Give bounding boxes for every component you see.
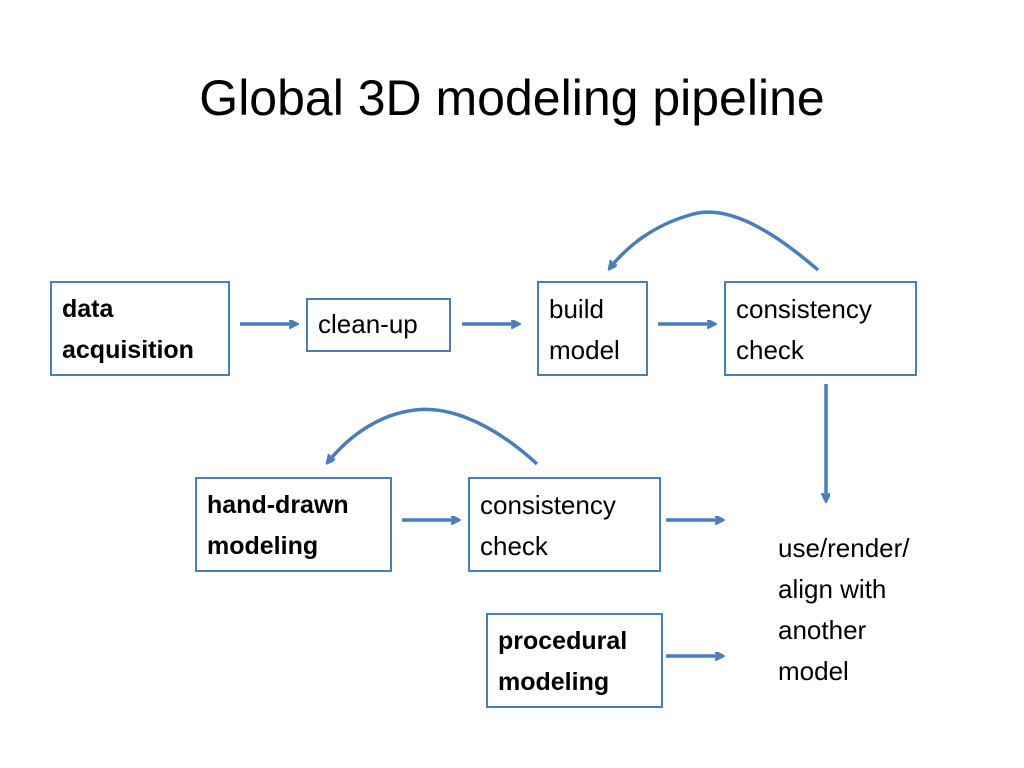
node-line: align with [778, 574, 887, 604]
node-line: acquisition [62, 336, 194, 364]
hand-drawn-modeling-box: hand-drawn modeling [195, 477, 392, 572]
arrow-check2-loop-to-handdrawn [328, 407, 539, 464]
procedural-modeling-box: procedural modeling [486, 613, 663, 708]
node-line: consistency [736, 294, 872, 324]
consistency-check-box-bottom: consistency check [468, 477, 661, 572]
data-acquisition-box: data acquisition [50, 281, 230, 376]
node-line: data [62, 295, 114, 323]
node-line: check [480, 531, 548, 561]
node-line: modeling [498, 668, 610, 696]
node-line: consistency [480, 490, 616, 520]
node-line: modeling [207, 532, 319, 560]
use-render-text: use/render/ align with another model [778, 528, 910, 692]
node-line: clean-up [318, 309, 418, 339]
consistency-check-box-top: consistency check [724, 281, 917, 376]
node-line: another [778, 615, 867, 645]
clean-up-box: clean-up [306, 298, 451, 352]
node-line: check [736, 335, 804, 365]
node-line: build [549, 294, 604, 324]
node-line: model [778, 656, 849, 686]
build-model-box: build model [537, 281, 648, 376]
node-line: hand-drawn [207, 491, 349, 519]
node-line: procedural [498, 627, 628, 655]
arrow-check-loop-to-build [610, 210, 820, 270]
node-line: use/render/ [778, 533, 910, 563]
slide-title: Global 3D modeling pipeline [199, 70, 825, 126]
node-line: model [549, 335, 620, 365]
